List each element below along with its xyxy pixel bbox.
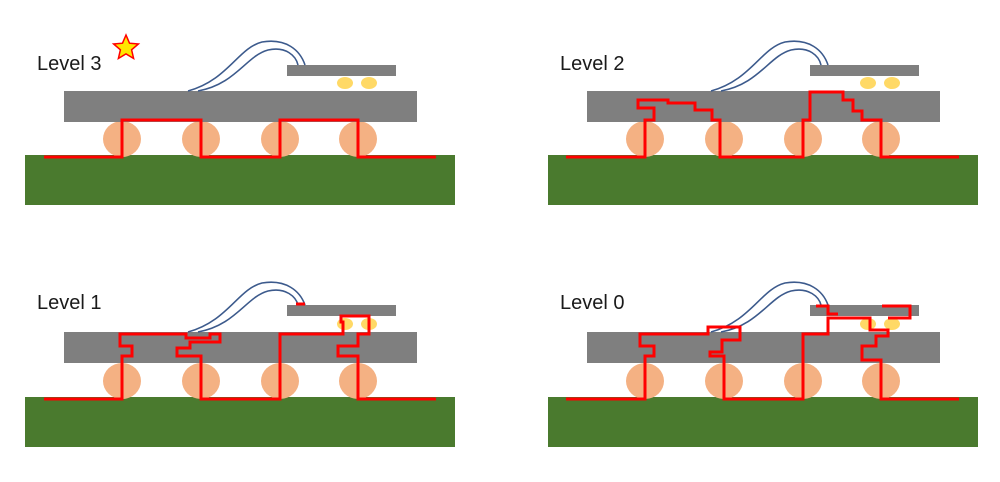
- die: [810, 305, 919, 316]
- pcb-substrate: [548, 155, 978, 205]
- panel-level-0: Level 0: [548, 281, 978, 447]
- panel-level-2: Level 2: [548, 40, 978, 205]
- routing-path: [44, 302, 436, 401]
- pcb-substrate: [25, 397, 455, 447]
- wire-bonds: [187, 40, 306, 92]
- micro-bumps: [860, 77, 900, 89]
- interposer: [64, 332, 417, 363]
- solder-balls: [626, 121, 900, 157]
- pcb-substrate: [25, 155, 455, 205]
- die: [287, 65, 396, 76]
- die: [810, 65, 919, 76]
- micro-bumps: [337, 77, 377, 89]
- wire-bonds: [187, 281, 306, 333]
- routing-path: [566, 90, 959, 159]
- panel-level-3: Level 3: [25, 33, 455, 205]
- micro-bumps: [860, 318, 900, 330]
- die: [287, 305, 396, 316]
- routing-path: [566, 304, 959, 401]
- solder-balls: [103, 121, 377, 157]
- solder-balls: [103, 363, 377, 399]
- level-2-label: Level 2: [560, 53, 625, 75]
- level-0-label: Level 0: [560, 292, 625, 314]
- wire-bonds: [710, 281, 829, 333]
- wire-bonds: [710, 40, 829, 92]
- pcb-substrate: [548, 397, 978, 447]
- star-icon: [111, 33, 141, 61]
- level-1-label: Level 1: [37, 292, 102, 314]
- panel-level-1: Level 1: [25, 281, 455, 447]
- solder-balls: [626, 363, 900, 399]
- routing-path: [44, 118, 436, 159]
- level-3-label: Level 3: [37, 53, 102, 75]
- interposer: [64, 91, 417, 122]
